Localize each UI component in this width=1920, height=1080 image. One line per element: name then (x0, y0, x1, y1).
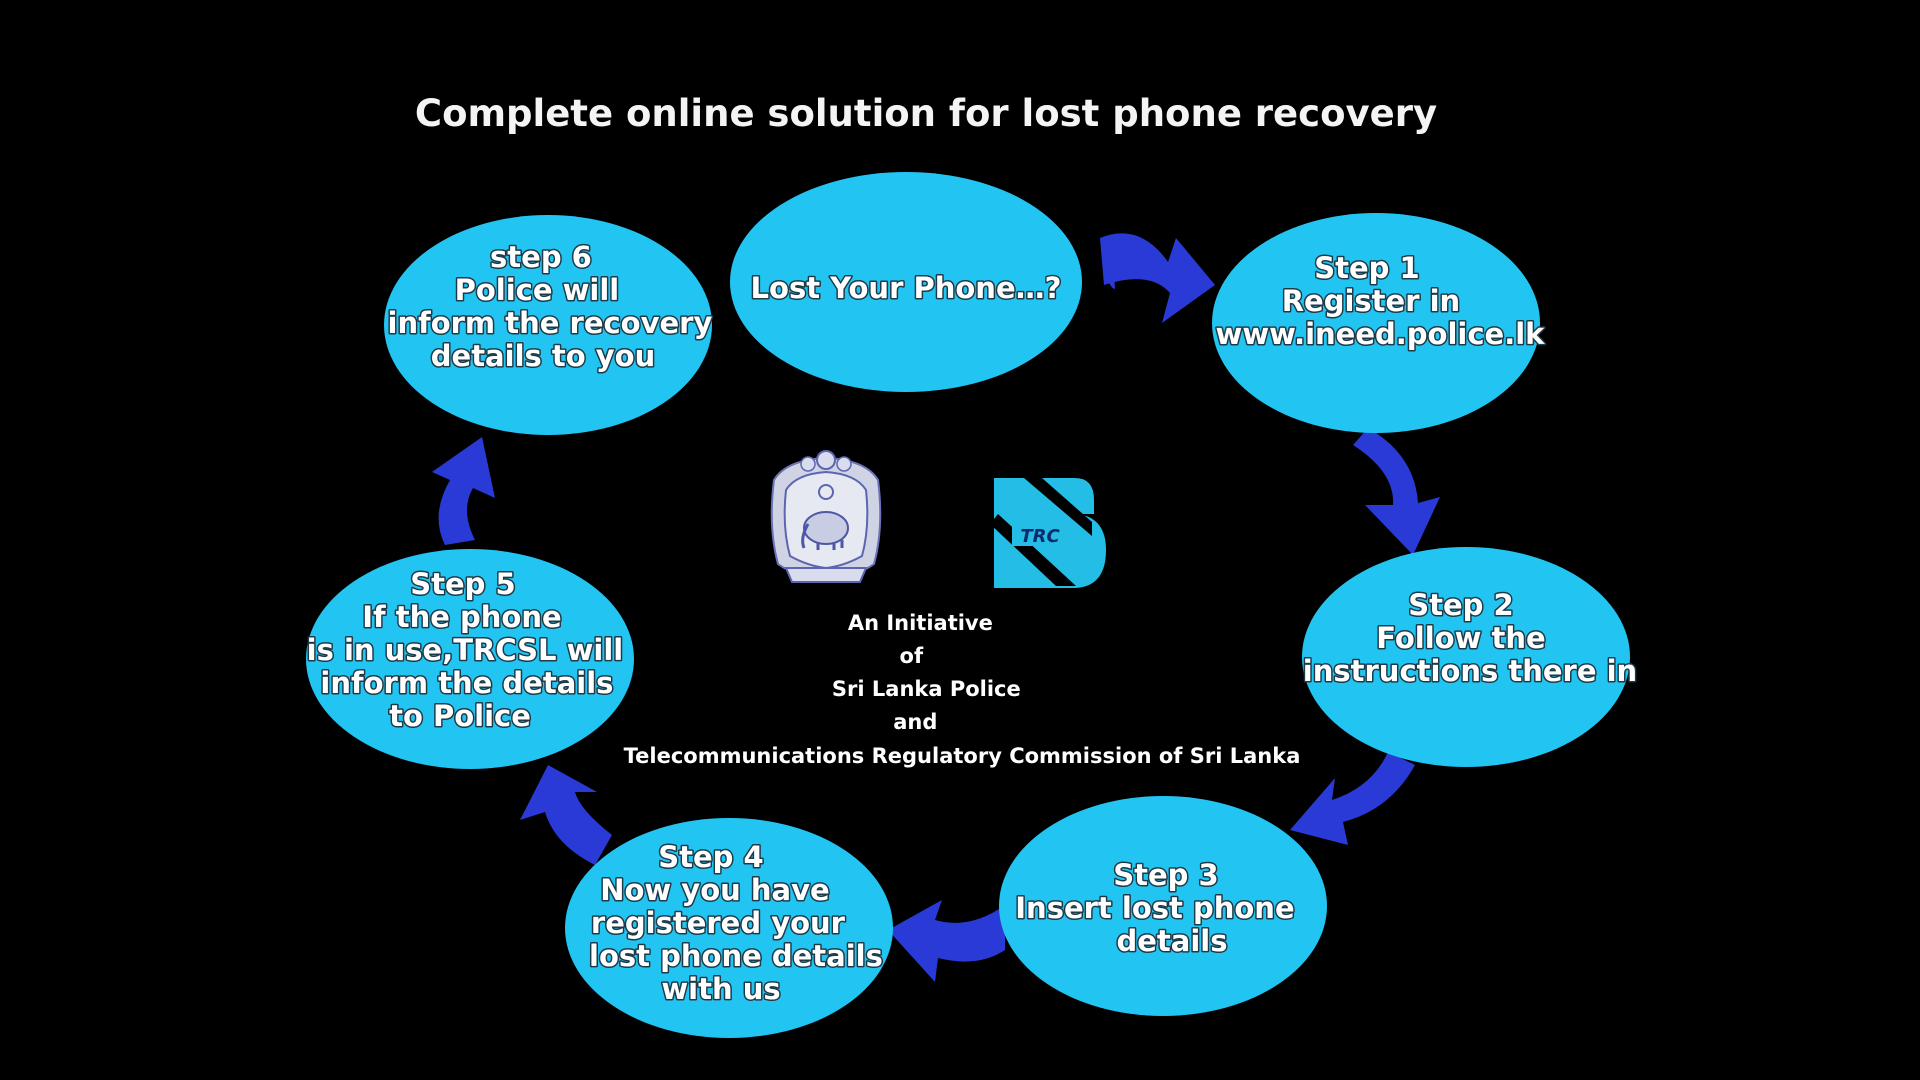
node-step5-ellipse (306, 549, 634, 769)
node-step5: Step 5 If the phone is in use,TRCSL will… (305, 549, 634, 769)
arrow-start-to-step1-head (1100, 233, 1215, 323)
node-step3: Step 3 Insert lost phone details (999, 796, 1327, 1016)
node-step2-label: Step 2 Follow the instructions there in (1303, 588, 1637, 688)
arrow-step2-to-step3 (1290, 752, 1415, 845)
trc-logo-text: TRC (1020, 526, 1060, 547)
node-step4-ellipse (565, 818, 893, 1038)
node-step1-ellipse (1212, 213, 1540, 433)
node-step4-label: Step 4 Now you have registered your lost… (589, 840, 893, 1006)
node-step1: Step 1 Register in www.ineed.police.lk (1212, 213, 1547, 433)
node-start-label: Lost Your Phone…? (751, 271, 1062, 305)
node-step2: Step 2 Follow the instructions there in (1301, 547, 1639, 767)
node-step5-label: Step 5 If the phone is in use,TRCSL will… (307, 567, 634, 733)
trc-logo-icon: TRC (990, 478, 1106, 588)
initiative-text: An Initiative of Sri Lanka Police and Te… (624, 611, 1301, 768)
arrow-step5-to-step6 (432, 437, 495, 545)
node-step3-label: Step 3 Insert lost phone details (1015, 858, 1304, 958)
flow-arrows (432, 226, 1440, 982)
node-step2-ellipse (1302, 547, 1630, 767)
node-step6: step 6 Police will inform the recovery d… (384, 215, 723, 435)
node-step6-label: step 6 Police will inform the recovery d… (388, 240, 723, 373)
node-start-ellipse (730, 172, 1082, 392)
flow-nodes: Lost Your Phone…? Step 1 Register in www… (305, 172, 1639, 1038)
arrow-step1-to-step2 (1353, 428, 1440, 555)
node-step1-label: Step 1 Register in www.ineed.police.lk (1216, 251, 1546, 351)
sri-lanka-police-emblem-icon (770, 450, 882, 583)
node-step6-ellipse (384, 215, 712, 435)
arrow-step4-to-step5 (520, 765, 612, 865)
diagram-title: Complete online solution for lost phone … (415, 92, 1437, 135)
node-step4: Step 4 Now you have registered your lost… (565, 818, 893, 1038)
node-start: Lost Your Phone…? (730, 172, 1082, 392)
arrow-step3-to-step4 (888, 900, 1005, 982)
node-step3-ellipse (999, 796, 1327, 1016)
